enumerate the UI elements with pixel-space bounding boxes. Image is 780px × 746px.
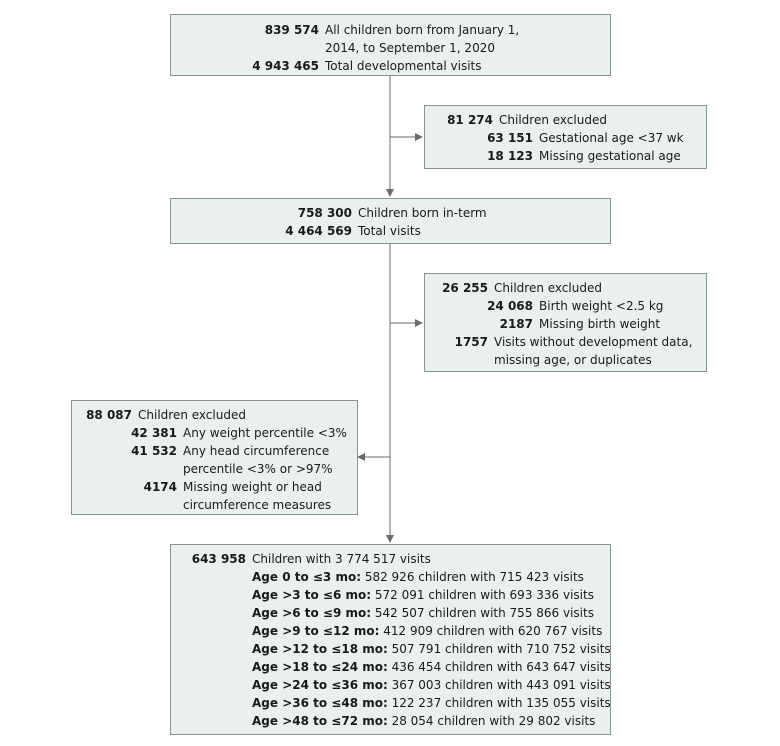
age-row: Age >12 to ≤18 mo: 507 791 children with… [252,640,611,658]
box1-count: 839 574 [264,23,319,37]
excl2-sub-row: 1757 Visits without development data, [425,333,706,351]
age-row: Age >6 to ≤9 mo: 542 507 children with 7… [252,604,610,622]
box2-label: Children born in-term [358,206,487,220]
age-counts: 507 791 children with 710 752 visits [387,642,611,656]
excl2-sub-row: 2187 Missing birth weight [425,315,706,333]
cohort-box-all-children: 839 574 All children born from January 1… [170,14,611,76]
age-row: Age 0 to ≤3 mo: 582 926 children with 71… [252,568,610,586]
age-row: Age >36 to ≤48 mo: 122 237 children with… [252,694,611,712]
excl2-sub-row: 24 068 Birth weight <2.5 kg [425,297,706,315]
age-counts: 572 091 children with 693 336 visits [371,588,594,602]
excl2-sub-count: 1757 [454,335,488,349]
excl3-sub-row: circumference measures [72,496,357,514]
excl3-sub-label: Any head circumference [183,444,330,458]
age-row: Age >3 to ≤6 mo: 572 091 children with 6… [252,586,610,604]
excl1-count: 81 274 [447,113,493,127]
excl3-sub-label: Missing weight or head [183,480,322,494]
final-label: Children with 3 774 517 visits [252,552,431,566]
age-counts: 436 454 children with 643 647 visits [387,660,611,674]
box2-label: Total visits [358,224,421,238]
age-row: Age >18 to ≤24 mo: 436 454 children with… [252,658,611,676]
box1-label: 2014, to September 1, 2020 [325,41,495,55]
excl1-label: Children excluded [499,113,607,127]
box1-row: 2014, to September 1, 2020 [171,39,610,57]
age-range: Age >36 to ≤48 mo: [252,696,388,710]
excl3-sub-row: percentile <3% or >97% [72,460,357,478]
excl2-sub-count: 24 068 [487,299,533,313]
box1-row: 839 574 All children born from January 1… [171,21,610,39]
age-counts: 367 003 children with 443 091 visits [387,678,611,692]
exclusion-box-growth: 88 087 Children excluded 42 381 Any weig… [71,400,358,515]
excl3-sub-row: 41 532 Any head circumference [72,442,357,460]
excl2-count: 26 255 [442,281,488,295]
age-range: Age >3 to ≤6 mo: [252,588,372,602]
excl1-sub-label: Gestational age <37 wk [539,131,684,145]
excl1-sub-row: 18 123 Missing gestational age [425,147,706,165]
excl2-sub-label: Birth weight <2.5 kg [539,299,664,313]
age-counts: 542 507 children with 755 866 visits [371,606,594,620]
box1-label: All children born from January 1, [325,23,520,37]
age-counts: 582 926 children with 715 423 visits [361,570,584,584]
excl1-sub-count: 63 151 [487,131,533,145]
excl1-main-row: 81 274 Children excluded [425,111,706,129]
excl2-sub-label: Missing birth weight [539,317,661,331]
excl2-sub-count: 2187 [499,317,533,331]
age-range: Age 0 to ≤3 mo: [252,570,362,584]
box2-row: 758 300 Children born in-term [171,204,610,222]
box2-row: 4 464 569 Total visits [171,222,610,240]
age-range: Age >12 to ≤18 mo: [252,642,388,656]
excl3-sub-count: 42 381 [131,426,177,440]
excl3-sub-row: 4174 Missing weight or head [72,478,357,496]
excl3-sub-count: 41 532 [131,444,177,458]
age-range: Age >9 to ≤12 mo: [252,624,380,638]
cohort-box-in-term: 758 300 Children born in-term 4 464 569 … [170,198,611,244]
age-counts: 122 237 children with 135 055 visits [387,696,611,710]
box1-label: Total developmental visits [325,59,482,73]
excl3-sub-row: 42 381 Any weight percentile <3% [72,424,357,442]
excl3-sub-label: percentile <3% or >97% [183,462,333,476]
box1-count: 4 943 465 [252,59,319,73]
excl2-sub-row: missing age, or duplicates [425,351,706,369]
excl2-main-row: 26 255 Children excluded [425,279,706,297]
age-range: Age >48 to ≤72 mo: [252,714,388,728]
age-range: Age >24 to ≤36 mo: [252,678,388,692]
final-count: 643 958 [191,552,246,566]
age-row: Age >48 to ≤72 mo: 28 054 children with … [252,712,610,730]
excl2-sub-label: missing age, or duplicates [494,353,652,367]
final-cohort-box: 643 958 Children with 3 774 517 visits A… [170,544,611,735]
exclusion-box-birth-weight: 26 255 Children excluded 24 068 Birth we… [424,273,707,372]
excl3-sub-label: circumference measures [183,498,332,512]
excl3-main-row: 88 087 Children excluded [72,406,357,424]
age-range: Age >18 to ≤24 mo: [252,660,388,674]
exclusion-box-gestational: 81 274 Children excluded 63 151 Gestatio… [424,105,707,169]
box1-row: 4 943 465 Total developmental visits [171,57,610,75]
excl2-label: Children excluded [494,281,602,295]
age-counts: 28 054 children with 29 802 visits [387,714,596,728]
excl1-sub-count: 18 123 [487,149,533,163]
excl3-label: Children excluded [138,408,246,422]
excl1-sub-row: 63 151 Gestational age <37 wk [425,129,706,147]
excl3-sub-count: 4174 [143,480,177,494]
age-row: Age >24 to ≤36 mo: 367 003 children with… [252,676,611,694]
age-counts: 412 909 children with 620 767 visits [379,624,603,638]
age-row: Age >9 to ≤12 mo: 412 909 children with … [252,622,610,640]
age-breakdown-list: Age 0 to ≤3 mo: 582 926 children with 71… [171,568,611,730]
age-range: Age >6 to ≤9 mo: [252,606,372,620]
box2-count: 758 300 [297,206,352,220]
excl1-sub-label: Missing gestational age [539,149,681,163]
excl2-sub-label: Visits without development data, [494,335,693,349]
box2-count: 4 464 569 [285,224,352,238]
final-main-row: 643 958 Children with 3 774 517 visits [171,550,610,568]
excl3-sub-label: Any weight percentile <3% [183,426,347,440]
excl3-count: 88 087 [86,408,132,422]
